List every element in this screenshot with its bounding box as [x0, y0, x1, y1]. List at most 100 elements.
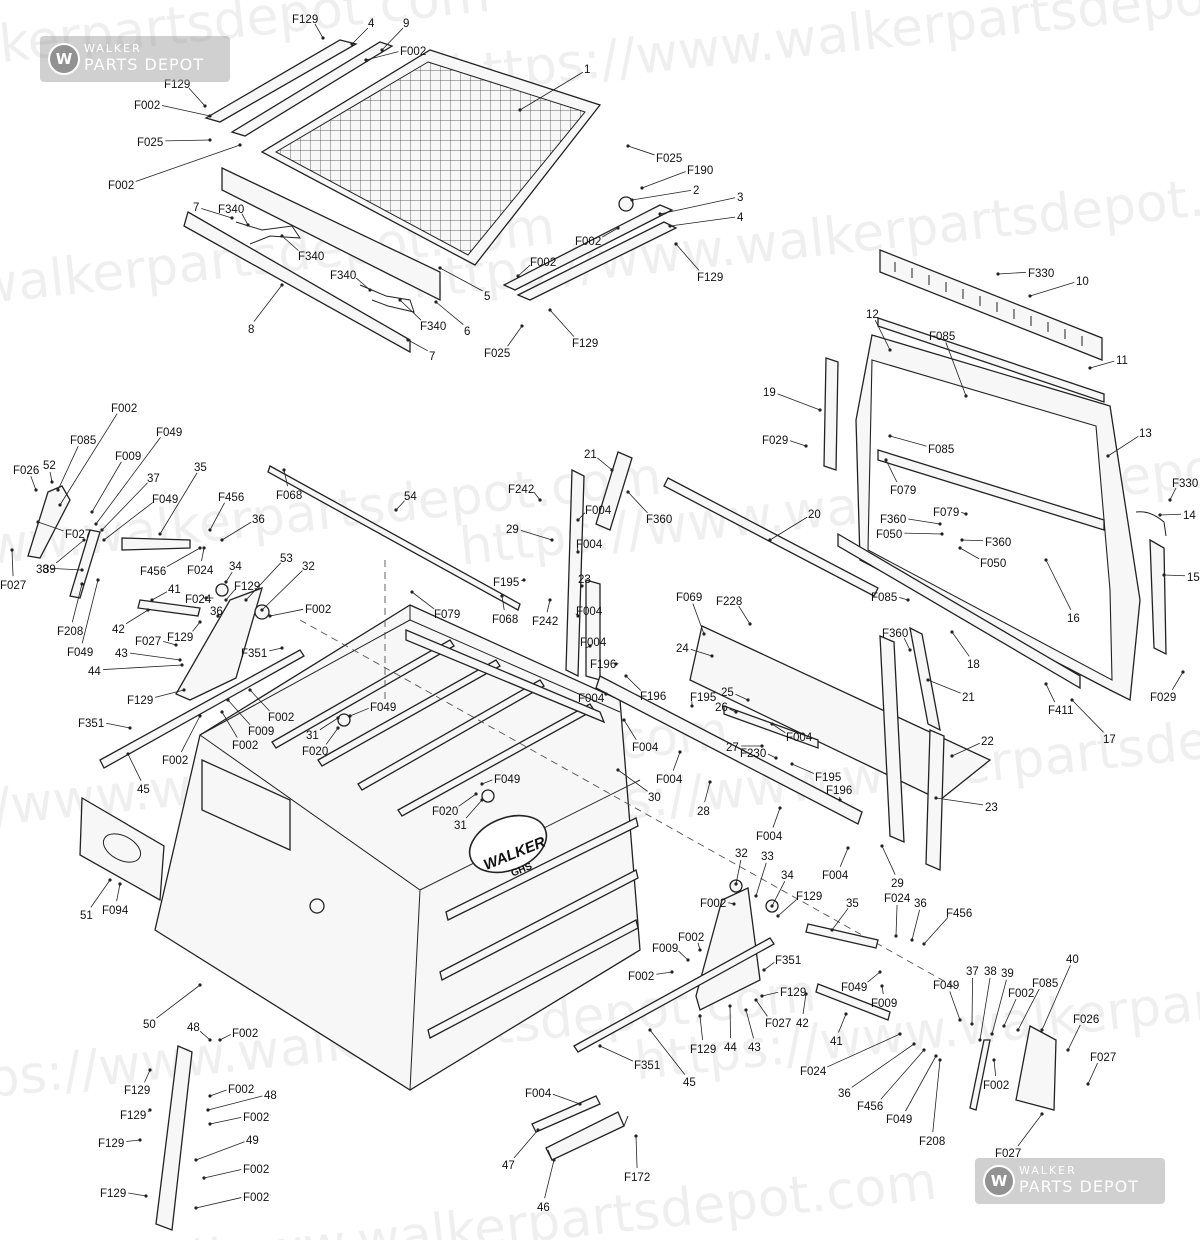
part-callout: 27	[726, 742, 739, 754]
callout-leader	[210, 1117, 241, 1124]
part-callout: F360	[646, 514, 672, 526]
part-callout: F094	[102, 905, 129, 917]
bushing-32	[255, 605, 269, 619]
callout-leader	[632, 190, 691, 200]
callout-pointer	[710, 654, 713, 657]
callout-pointer	[1070, 698, 1073, 701]
part-callout: 43	[748, 1042, 761, 1054]
callout-pointer	[698, 1014, 701, 1017]
part-callout: 28	[697, 806, 710, 818]
part-callout: 2	[693, 185, 699, 197]
callout-pointer	[978, 1038, 981, 1041]
callout-pointer	[734, 710, 737, 713]
callout-pointer	[321, 36, 324, 39]
callout-pointer	[80, 582, 83, 585]
part-callout: F002	[678, 932, 704, 944]
watermark-badge-line1: WALKER	[1019, 1164, 1077, 1177]
callout-leader	[204, 1170, 241, 1178]
part-callout: F079	[933, 507, 959, 519]
callout-pointer	[604, 692, 607, 695]
part-callout: F049	[841, 982, 867, 994]
callout-leader	[693, 603, 704, 634]
callout-pointer	[1016, 1028, 1019, 1031]
part-callout: F196	[640, 691, 666, 703]
part-callout: F049	[156, 427, 182, 439]
callout-leader	[156, 985, 200, 1018]
callout-pointer	[10, 548, 13, 551]
part-callout: F129	[127, 695, 153, 707]
part-callout: F411	[1048, 705, 1073, 717]
part-callout: F004	[576, 606, 603, 618]
callout-pointer	[280, 646, 283, 649]
callout-pointer	[350, 42, 353, 45]
callout-pointer	[1086, 1082, 1089, 1085]
callout-pointer	[934, 1054, 937, 1057]
callout-pointer	[910, 938, 913, 941]
part-callout: F129	[697, 272, 723, 284]
callout-pointer	[246, 223, 249, 226]
callout-pointer	[906, 598, 909, 601]
strut-35b	[806, 924, 878, 948]
part-callout: F002	[108, 180, 134, 192]
bushing-31	[338, 714, 350, 726]
callout-pointer	[898, 1032, 901, 1035]
part-callout: F129	[690, 1044, 716, 1056]
callout-leader	[1046, 684, 1055, 702]
callout-leader	[600, 1046, 633, 1061]
callout-pointer	[90, 510, 93, 513]
callout-leader	[912, 910, 920, 940]
callout-leader	[905, 1056, 936, 1111]
callout-pointer	[518, 108, 521, 111]
part-callout: 41	[168, 584, 181, 596]
part-callout: F002	[575, 236, 601, 248]
callout-pointer	[626, 144, 629, 147]
callout-leader	[91, 880, 110, 907]
part-callout: F002	[268, 712, 294, 724]
part-callout: 50	[143, 1019, 156, 1031]
callout-pointer	[126, 752, 129, 755]
part-callout: F049	[933, 980, 959, 992]
callout-leader	[642, 171, 686, 188]
callout-pointer	[770, 904, 773, 907]
part-callout: F351	[241, 648, 267, 660]
part-callout: F129	[120, 1110, 146, 1122]
callout-pointer	[938, 1058, 941, 1061]
callout-pointer	[36, 520, 39, 523]
callout-pointer	[94, 522, 97, 525]
callout-pointer	[686, 958, 689, 961]
part-callout: 48	[264, 1090, 277, 1102]
callout-pointer	[150, 598, 153, 601]
callout-pointer	[622, 718, 625, 721]
part-callout: F029	[1150, 692, 1176, 704]
callout-pointer	[776, 914, 779, 917]
seal-strip-10	[880, 250, 1102, 360]
callout-pointer	[144, 1194, 147, 1197]
callout-pointer	[804, 444, 807, 447]
callout-pointer	[96, 578, 99, 581]
callout-pointer	[220, 710, 223, 713]
watermark-badge-line1: WALKER	[84, 42, 142, 55]
callout-leader	[60, 414, 117, 505]
part-callout: 23	[985, 802, 998, 814]
callout-pointer	[938, 522, 941, 525]
callout-pointer	[884, 458, 887, 461]
callout-leader	[1090, 361, 1114, 368]
part-callout: F004	[585, 505, 612, 517]
callout-pointer	[754, 998, 757, 1001]
callout-pointer	[958, 1018, 961, 1021]
callout-leader	[82, 580, 98, 643]
callout-pointer	[194, 1158, 197, 1161]
callout-pointer	[260, 608, 263, 611]
callout-pointer	[208, 1094, 211, 1097]
callout-pointer	[1088, 366, 1091, 369]
part-callout: F330	[1172, 478, 1198, 490]
callout-leader	[550, 310, 574, 337]
watermark-badge-line2: PARTS DEPOT	[1019, 1177, 1139, 1196]
callout-leader	[196, 1142, 245, 1160]
callout-leader	[130, 653, 180, 660]
callout-leader	[226, 572, 232, 582]
part-callout: F004	[525, 1088, 552, 1100]
part-callout: F002	[243, 1164, 269, 1176]
part-callout: F068	[492, 614, 518, 626]
